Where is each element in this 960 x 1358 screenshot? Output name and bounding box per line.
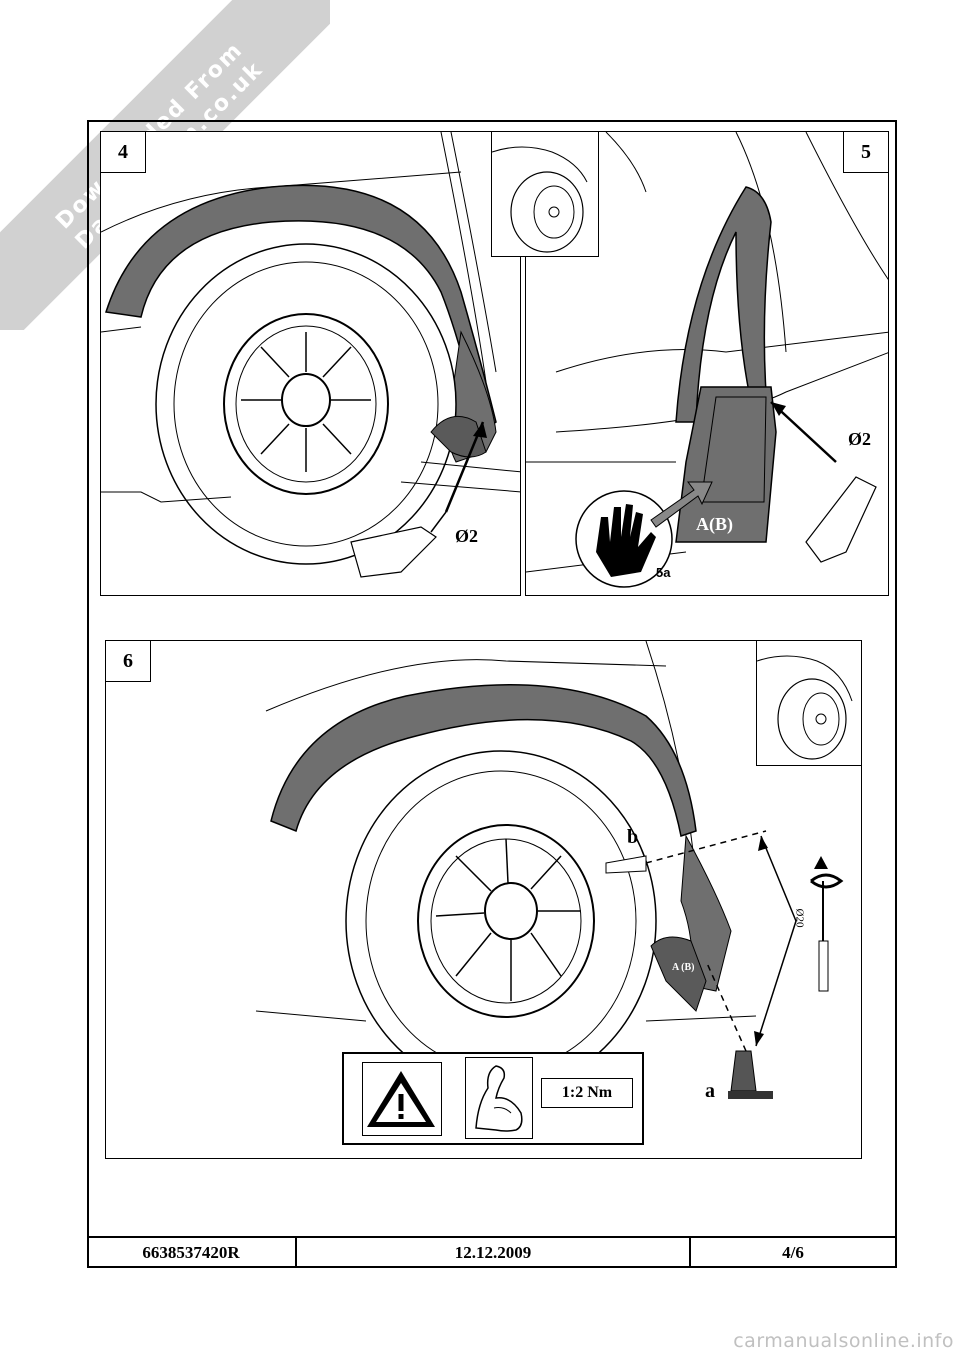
panel-step-4 [100,131,521,596]
hand-icon [596,504,656,577]
footer-divider-2 [689,1238,691,1268]
step-number-5: 5 [843,131,889,173]
inset-wheel-view-5 [491,131,599,257]
footer-page: 4/6 [782,1243,804,1262]
drill-diameter-label-5: Ø2 [848,429,872,449]
footer-divider-1 [295,1238,297,1268]
page-frame [87,120,897,1268]
site-watermark: carmanualsonline.info [733,1330,954,1352]
screw-label-b: b [627,826,639,848]
flexed-arm-icon [465,1057,533,1139]
footer-date: 12.12.2009 [454,1243,532,1262]
screwdriver-icon [818,881,829,992]
callout-label-5a: 5a [656,565,671,580]
inset-wheel-view-6 [756,640,862,766]
footer-bar: 6638537420R 12.12.2009 4/6 [87,1236,897,1268]
step-number-4: 4 [100,131,146,173]
rotation-arrow-icon [810,856,844,889]
wheel-arch-illustration-4 [101,132,520,578]
drill-icon [805,476,877,563]
fender-screw-illustration-6 [255,641,844,1099]
torque-value: 1:2 Nm [541,1078,633,1108]
mudflap-illustration-5 [526,132,888,588]
drill-diameter-label-4: Ø2 [455,526,479,546]
tool-spec-label: Ø20 [793,908,806,928]
footer-part-number: 6638537420R [142,1243,240,1262]
step-number-6: 6 [105,640,151,682]
part-label-6: A (B) [672,962,695,973]
screw-label-a: a [705,1080,715,1102]
drill-icon [350,511,447,578]
part-label-5: A(B) [696,514,733,534]
warning-triangle-icon [362,1062,442,1136]
